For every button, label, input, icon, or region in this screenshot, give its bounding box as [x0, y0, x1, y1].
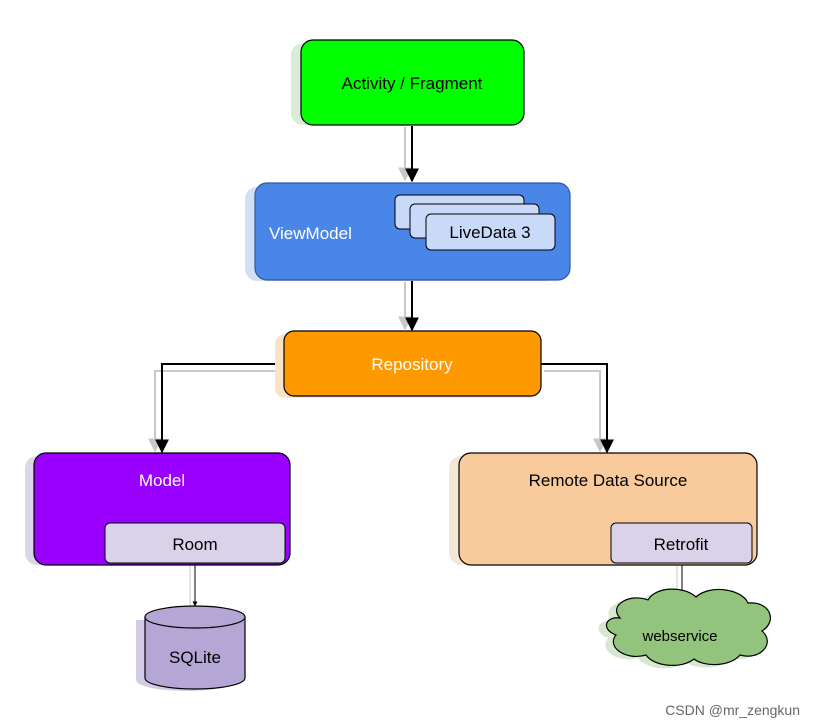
webservice-label: webservice: [641, 628, 717, 645]
livedata-card-front: [425, 213, 556, 251]
activity-fragment-node: Activity / Fragment: [291, 39, 525, 126]
arrow-repository-to-remote: [541, 363, 614, 454]
shadow-arrow-repository-model: [148, 370, 278, 453]
room-box: [104, 522, 286, 564]
retrofit-label: Retrofit: [654, 535, 709, 554]
webservice-node: webservice: [598, 588, 771, 669]
repository-box: [283, 330, 542, 397]
arrow-repository-to-model: [155, 363, 284, 454]
watermark: CSDN @mr_zengkun: [665, 702, 800, 718]
activity-fragment-label: Activity / Fragment: [342, 74, 483, 93]
webservice-cloud: [605, 588, 771, 666]
sqlite-cylinder-body: [144, 617, 246, 690]
sqlite-label: SQLite: [169, 648, 221, 667]
retrofit-box: [610, 522, 753, 564]
activity-fragment-box: [300, 39, 525, 126]
repository-node: Repository: [275, 330, 542, 398]
room-label: Room: [172, 535, 217, 554]
shadow-arrow-repository-remote: [544, 370, 607, 453]
viewmodel-label: ViewModel: [269, 224, 352, 243]
sqlite-node: SQLite: [136, 605, 246, 691]
connectors: [148, 126, 685, 610]
remote-data-source-node: Remote Data Source Retrofit: [449, 452, 758, 566]
model-node: Model Room: [25, 452, 291, 566]
livedata-label: LiveData 3: [449, 223, 530, 242]
remote-data-source-label: Remote Data Source: [529, 471, 688, 490]
viewmodel-node: ViewModel LiveData 3: [245, 182, 571, 281]
sqlite-cylinder-top: [144, 605, 246, 629]
repository-label: Repository: [371, 355, 453, 374]
model-label: Model: [139, 471, 185, 490]
